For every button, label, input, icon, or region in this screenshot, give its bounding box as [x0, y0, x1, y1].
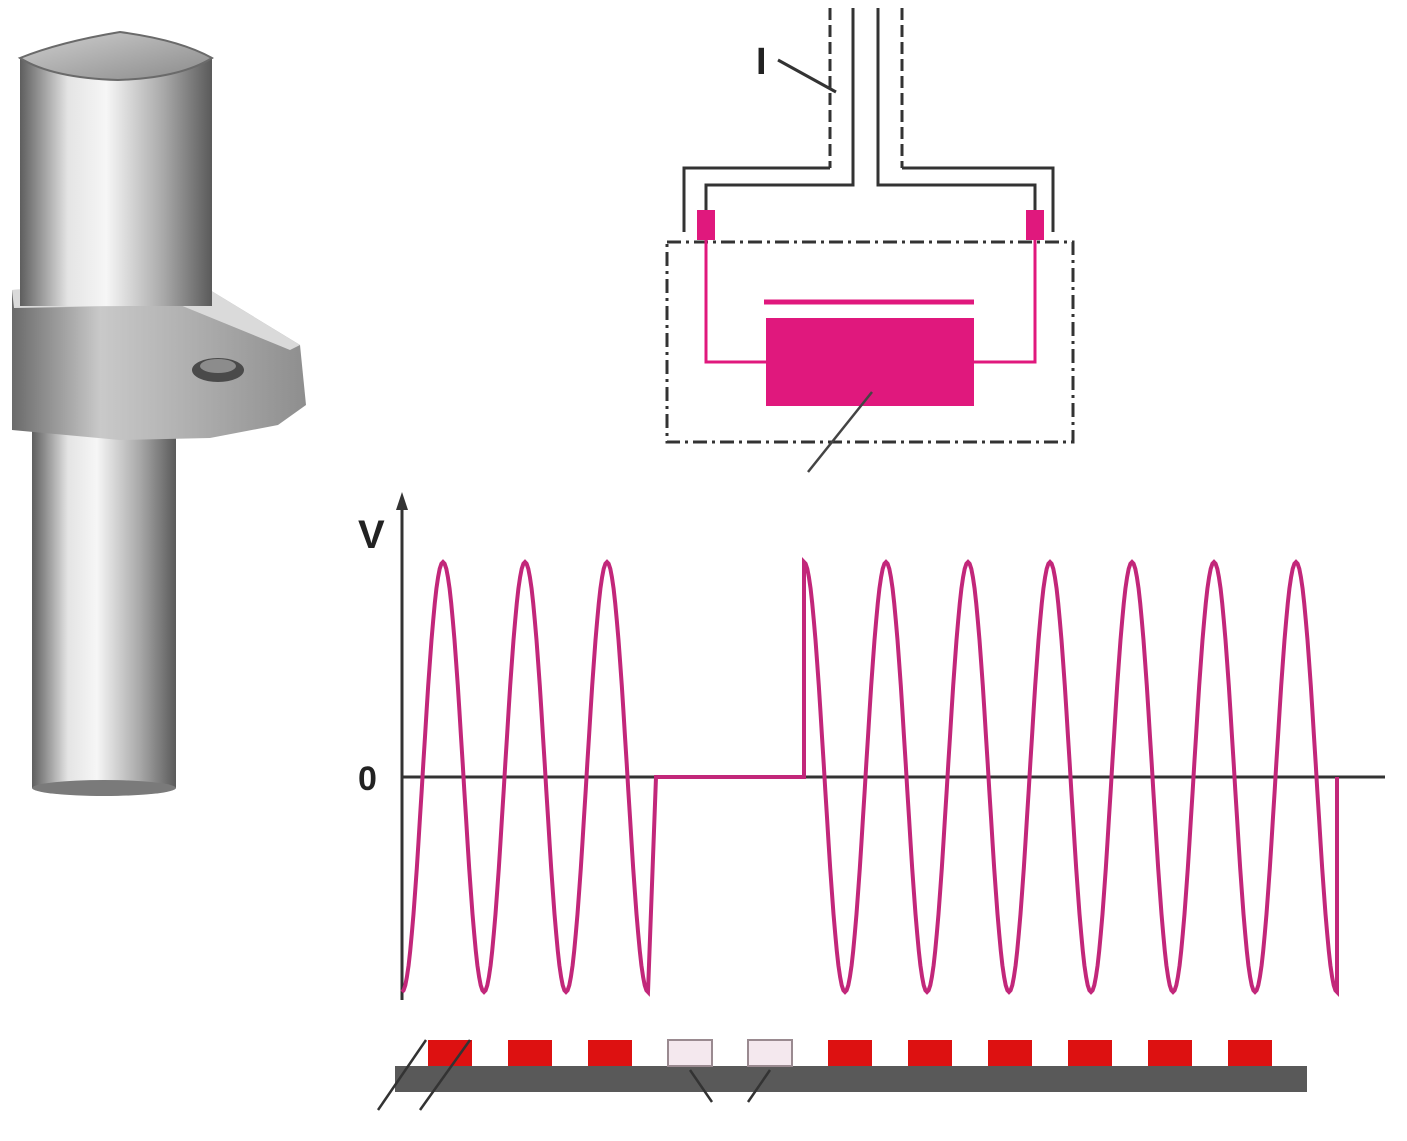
mounting-hole-inner: [200, 359, 236, 373]
coil-leader-line: [807, 391, 873, 473]
tooth: [1148, 1040, 1192, 1066]
break-mark-left-a: [376, 1039, 428, 1111]
tooth: [828, 1040, 872, 1066]
sensor-flange: [12, 284, 306, 440]
sensor-top-face: [17, 30, 214, 82]
tone-wheel: [376, 1039, 1307, 1111]
tooth: [428, 1040, 472, 1066]
y-tick-zero: 0: [358, 760, 377, 798]
missing-tooth-leader-b: [746, 1069, 772, 1103]
tooth: [908, 1040, 952, 1066]
sensor-upper-body: [20, 58, 212, 306]
circuit-schematic: [665, 8, 1075, 473]
callout-one-label: I: [756, 41, 767, 83]
wire-shield-right: [902, 166, 1055, 232]
tooth: [988, 1040, 1032, 1066]
sensor-illustration: [12, 30, 306, 796]
coil-winding: [766, 318, 974, 406]
missing-tooth: [747, 1039, 793, 1067]
terminal-left: [697, 210, 715, 240]
sensor-lower-cap: [32, 780, 176, 796]
signal-waveform-line: [400, 556, 1339, 998]
missing-tooth-leader-a: [688, 1069, 714, 1103]
wire-right: [876, 8, 1037, 212]
y-axis-label: V: [358, 513, 385, 557]
tooth: [1228, 1040, 1272, 1066]
wire-shield-left: [682, 166, 830, 232]
break-mark-left-b: [418, 1039, 472, 1111]
waveform-chart: [396, 492, 1385, 1000]
tooth: [588, 1040, 632, 1066]
missing-tooth: [667, 1039, 713, 1067]
tooth: [508, 1040, 552, 1066]
callout-one-leader: [777, 58, 837, 94]
terminal-right: [1026, 210, 1044, 240]
tooth: [1068, 1040, 1112, 1066]
tone-wheel-rim: [395, 1066, 1307, 1092]
coil-lead-right: [974, 240, 1037, 364]
sensor-lower-body: [32, 400, 176, 788]
wire-left: [704, 8, 855, 212]
y-axis-arrow: [396, 492, 408, 510]
coil-lead-left: [704, 240, 766, 364]
sensor-housing-outline: [665, 240, 1075, 444]
